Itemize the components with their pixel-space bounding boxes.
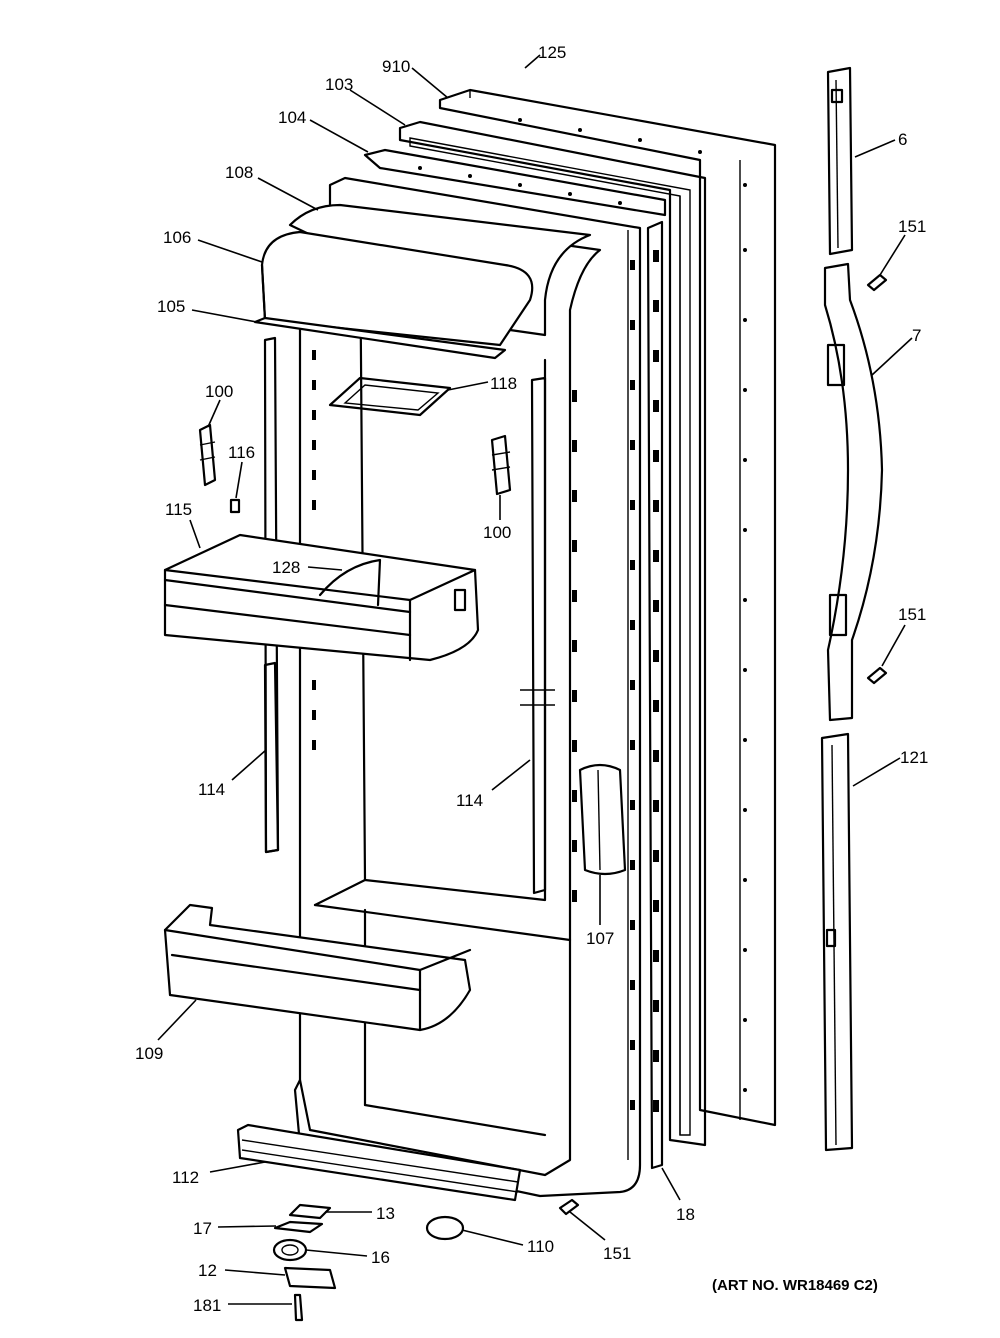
shelf-stop	[229, 498, 241, 514]
callout-109: 109	[135, 1044, 163, 1063]
callout-103: 103	[325, 75, 353, 94]
callout-18: 18	[676, 1205, 695, 1224]
callout-121: 121	[900, 748, 928, 767]
shelf-divider	[318, 558, 382, 607]
callout-104: 104	[278, 108, 306, 127]
door-shelf-upper	[163, 533, 480, 662]
callout-107: 107	[586, 929, 614, 948]
door-liner	[293, 176, 642, 1198]
callout-125: 125	[538, 43, 566, 62]
breaker-strip	[363, 148, 667, 217]
callout-17: 17	[193, 1219, 212, 1238]
callout-114-left: 114	[198, 780, 225, 799]
callout-7: 7	[912, 326, 921, 345]
door-gasket	[398, 120, 707, 1147]
shelf-rail-right	[520, 376, 577, 902]
door-side-strip	[646, 220, 664, 1170]
callout-151-lower: 151	[898, 605, 926, 624]
door-cam	[425, 1215, 465, 1241]
dairy-door-trim	[253, 316, 507, 360]
callout-114-right: 114	[456, 791, 483, 810]
callout-910: 910	[382, 57, 410, 76]
callout-116: 116	[228, 443, 255, 462]
callout-110: 110	[527, 1237, 554, 1256]
door-handle	[823, 262, 884, 722]
callout-118: 118	[490, 374, 517, 393]
callout-151-bottom: 151	[603, 1244, 631, 1263]
callout-112: 112	[172, 1168, 199, 1187]
door-bottom-trim	[236, 1123, 522, 1202]
handle-end-cap-top	[826, 66, 854, 256]
door-outer-panel	[438, 88, 777, 1127]
callout-106: 106	[163, 228, 191, 247]
egg-tray	[328, 376, 452, 417]
callout-115: 115	[165, 500, 192, 519]
shelf-support-left	[198, 423, 217, 487]
handle-end-cap-bottom	[820, 732, 854, 1152]
callout-108: 108	[225, 163, 253, 182]
shelf-support-right	[490, 434, 512, 496]
callout-128: 128	[272, 558, 300, 577]
callout-105: 105	[157, 297, 185, 316]
screw-bottom	[558, 1198, 580, 1216]
hinge-hardware	[272, 1203, 337, 1322]
callout-16: 16	[371, 1248, 390, 1267]
callout-151-upper: 151	[898, 217, 926, 236]
callout-181: 181	[193, 1296, 221, 1315]
dairy-compartment	[260, 203, 592, 347]
callout-13: 13	[376, 1204, 395, 1223]
handle-screw-upper	[866, 273, 888, 292]
shelf-rail-left	[263, 336, 280, 854]
door-bin-lower	[163, 903, 472, 1032]
callout-12: 12	[198, 1261, 217, 1280]
leader-lines	[157, 54, 913, 1305]
callout-6: 6	[898, 130, 907, 149]
callout-100-left: 100	[205, 382, 233, 401]
art-number: (ART NO. WR18469 C2)	[712, 1277, 878, 1294]
callout-labels: 125 910 103 104 108 106 105 118 100 116 …	[135, 43, 928, 1315]
handle-screw-lower	[866, 666, 888, 685]
door-side-trim	[578, 763, 627, 876]
callout-100-right: 100	[483, 523, 511, 542]
